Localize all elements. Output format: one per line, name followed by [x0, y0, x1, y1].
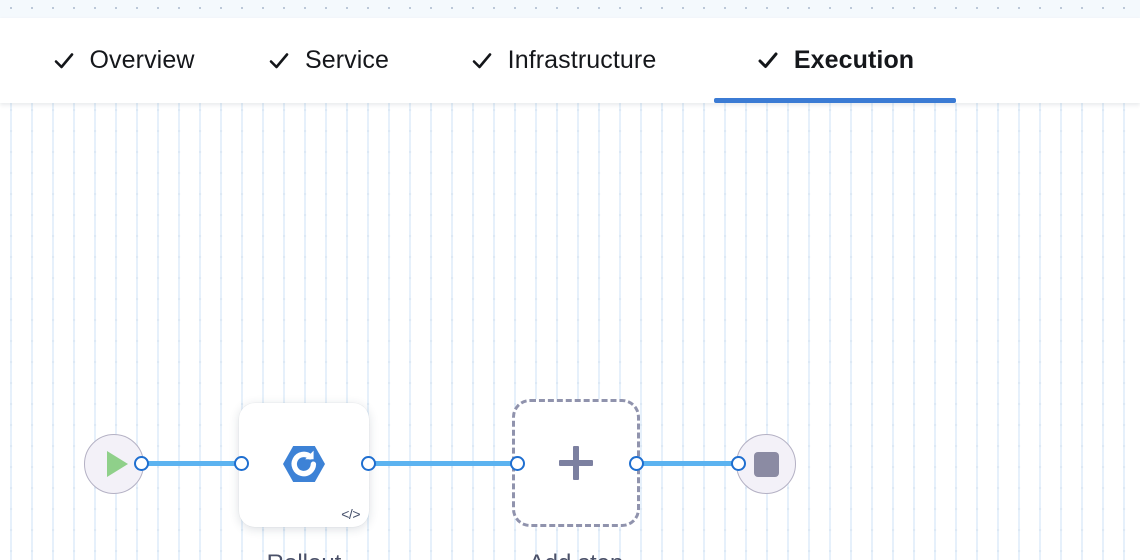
rollout-deployment-icon — [280, 440, 328, 488]
tab-service[interactable]: Service — [228, 18, 428, 103]
tab-overview[interactable]: Overview — [18, 18, 228, 103]
tab-service-label: Service — [304, 46, 390, 74]
tab-execution-underline — [714, 98, 956, 103]
top-dot-strip — [0, 0, 1140, 18]
port-start-output[interactable] — [134, 456, 149, 471]
pipeline-flow-graph: </> Rollout Deployment Add step — [0, 103, 1140, 560]
pipeline-canvas[interactable]: </> Rollout Deployment Add step — [0, 103, 1140, 560]
check-icon — [267, 49, 291, 73]
code-icon: </> — [341, 506, 360, 522]
port-rollout-output[interactable] — [361, 456, 376, 471]
check-icon — [756, 49, 780, 73]
tab-execution[interactable]: Execution — [714, 18, 956, 103]
edge-start-to-rollout — [141, 461, 242, 466]
port-addstep-input[interactable] — [510, 456, 525, 471]
port-rollout-input[interactable] — [234, 456, 249, 471]
check-icon — [52, 49, 76, 73]
step-node-rollout-deployment-label: Rollout Deployment — [184, 549, 424, 560]
tab-list: Overview Service Infrastructur — [0, 18, 1140, 103]
check-icon — [470, 49, 494, 73]
tab-overview-underline — [18, 98, 228, 103]
tab-overview-label: Overview — [89, 46, 195, 74]
pipeline-stage-tabbar: Overview Service Infrastructur — [0, 18, 1140, 103]
add-step-node[interactable] — [512, 399, 640, 527]
play-icon — [107, 451, 128, 477]
tab-execution-label: Execution — [793, 46, 915, 74]
port-end-input[interactable] — [731, 456, 746, 471]
edge-addstep-to-end — [636, 461, 739, 466]
edge-rollout-to-addstep — [368, 461, 517, 466]
tab-infrastructure-label: Infrastructure — [507, 46, 657, 74]
add-step-label: Add step — [486, 549, 666, 560]
tab-infrastructure-underline — [428, 98, 698, 103]
step-node-rollout-deployment[interactable]: </> — [239, 403, 369, 527]
tab-infrastructure[interactable]: Infrastructure — [428, 18, 698, 103]
tab-service-underline — [228, 98, 428, 103]
plus-icon — [559, 446, 593, 480]
port-addstep-output[interactable] — [629, 456, 644, 471]
stop-icon — [753, 451, 779, 477]
